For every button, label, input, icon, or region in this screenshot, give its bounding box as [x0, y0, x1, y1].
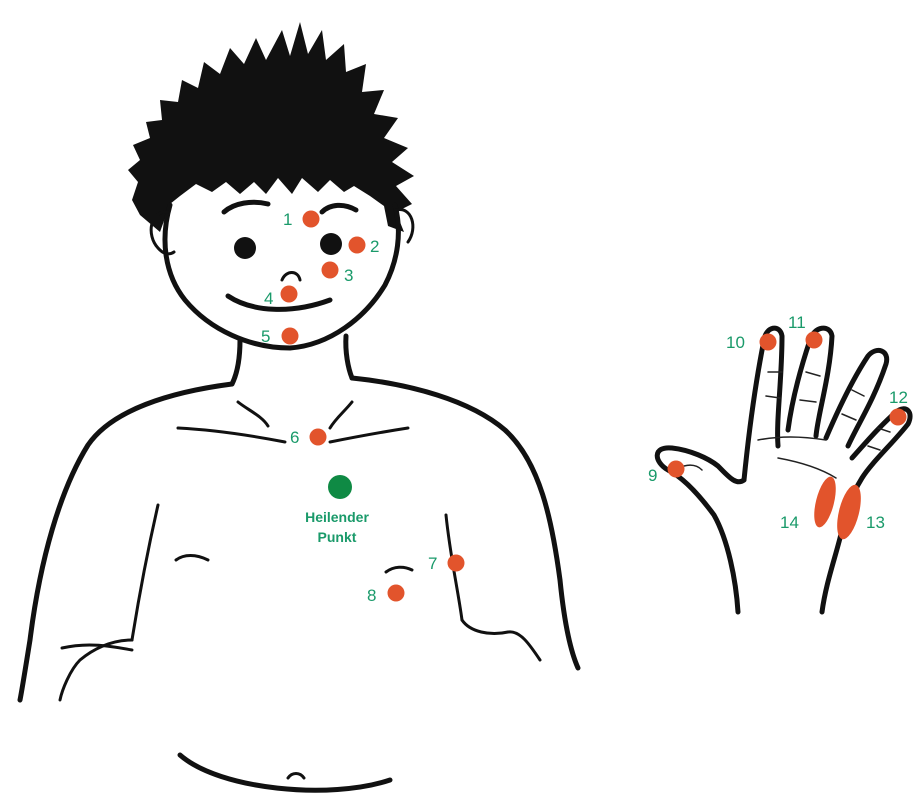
acupressure-points [281, 211, 907, 602]
left-collarbone [178, 428, 285, 442]
right-eyebrow [322, 205, 356, 212]
point-14-marker [810, 475, 840, 530]
point-10-label: 10 [726, 333, 745, 352]
point-6-marker [310, 429, 327, 446]
little-finger [822, 409, 910, 612]
point-13-marker [833, 482, 866, 541]
point-12-label: 12 [889, 388, 908, 407]
point-5-label: 5 [261, 327, 270, 346]
healing-point-line2: Punkt [318, 529, 357, 545]
healing-point-marker [328, 475, 352, 499]
point-3-label: 3 [344, 266, 353, 285]
point-1-marker [303, 211, 320, 228]
navel [288, 774, 304, 779]
right-collarbone [330, 428, 408, 442]
point-11-label: 11 [788, 313, 806, 332]
left-nipple [176, 556, 208, 561]
child-figure [20, 22, 578, 790]
point-7-label: 7 [428, 554, 437, 573]
point-9-label: 9 [648, 466, 657, 485]
neck-right [346, 336, 352, 378]
torso-left-outline [20, 384, 232, 700]
point-labels: 1 2 3 4 5 6 7 8 9 10 11 12 13 14 [261, 210, 908, 605]
point-11-marker [806, 332, 823, 349]
mouth [228, 296, 330, 309]
point-1-label: 1 [283, 210, 292, 229]
point-10-marker [760, 334, 777, 351]
point-6-label: 6 [290, 428, 299, 447]
point-5-marker [282, 328, 299, 345]
left-eyebrow [224, 202, 268, 212]
point-14-label: 14 [780, 513, 799, 532]
right-nipple [386, 567, 412, 572]
right-hand [462, 620, 540, 660]
hair [128, 22, 414, 232]
point-3-marker [322, 262, 339, 279]
point-8-marker [388, 585, 405, 602]
belly-outline [180, 755, 390, 790]
neck-left [232, 340, 240, 384]
index-finger [744, 328, 782, 480]
point-8-label: 8 [367, 586, 376, 605]
left-clavicle-notch [238, 402, 268, 426]
left-arm-inner [132, 505, 158, 640]
nose [282, 273, 300, 281]
right-eye [320, 233, 342, 255]
point-4-marker [281, 286, 298, 303]
healing-point-line1: Heilender [305, 509, 369, 525]
right-clavicle-notch [330, 402, 352, 428]
point-13-label: 13 [866, 513, 885, 532]
point-2-label: 2 [370, 237, 379, 256]
point-9-marker [668, 461, 685, 478]
point-2-marker [349, 237, 366, 254]
healing-point-label: Heilender Punkt [305, 509, 369, 545]
point-7-marker [448, 555, 465, 572]
face-outline [165, 205, 398, 348]
left-eye [234, 237, 256, 259]
point-4-label: 4 [264, 289, 273, 308]
hand-figure [657, 328, 910, 612]
point-12-marker [890, 409, 907, 426]
